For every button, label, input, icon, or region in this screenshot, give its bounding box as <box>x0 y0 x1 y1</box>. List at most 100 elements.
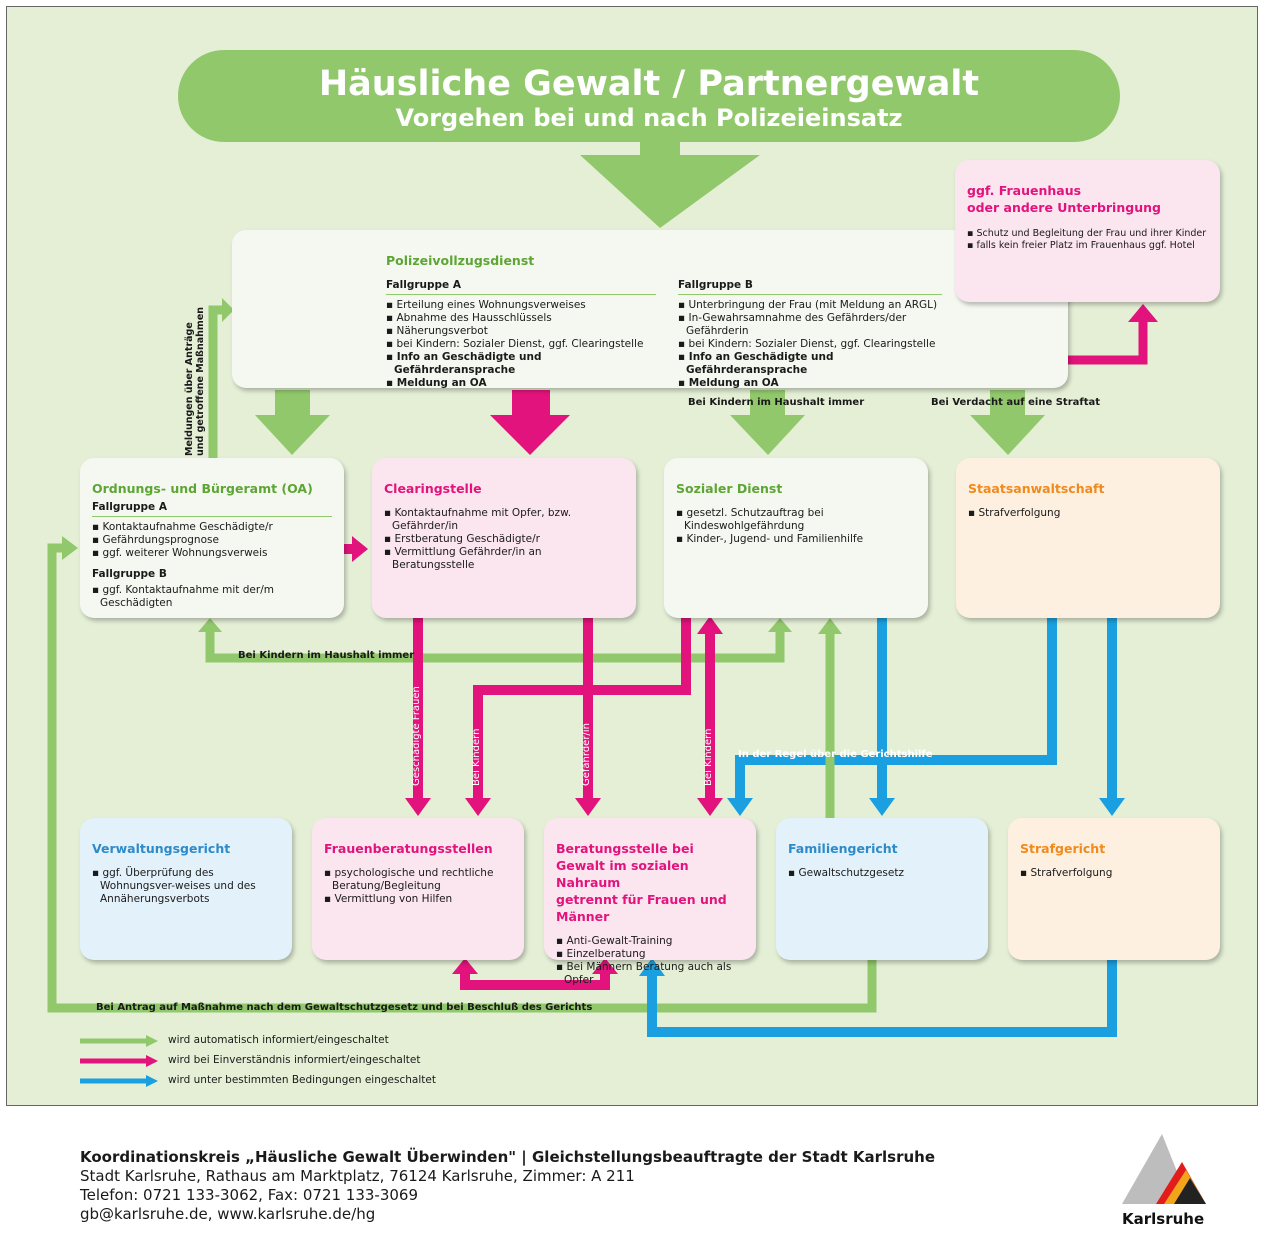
arrow-staatsanwalt-strafgericht-head <box>1099 798 1125 816</box>
list-item: psychologische und rechtliche Beratung/B… <box>324 867 512 893</box>
label-kinder-haushalt-bottom: Bei Kindern im Haushalt immer <box>238 650 415 661</box>
list-item: Erteilung eines Wohnungsverweises <box>386 299 656 312</box>
list-item: bei Kindern: Sozialer Dienst, ggf. Clear… <box>678 338 942 351</box>
legend-item-blue: wird unter bestimmten Bedingungen einges… <box>168 1074 436 1086</box>
list-item: Info an Geschädigte und Gefährderansprac… <box>678 351 942 377</box>
footer-line1: Koordinationskreis „Häusliche Gewalt Übe… <box>80 1148 936 1166</box>
arrow-strafgericht-beratung <box>647 958 1117 1037</box>
polizei-group-a-label: Fallgruppe A <box>386 279 656 295</box>
arrow-meldungen-head <box>222 298 234 322</box>
list-item: Einzelberatung <box>556 948 744 961</box>
page-title: Häusliche Gewalt / Partnergewalt <box>318 64 980 104</box>
list-item: ggf. Überprüfung des Wohnungsver-weises … <box>92 867 280 906</box>
footer-line2: Stadt Karlsruhe, Rathaus am Marktplatz, … <box>80 1167 635 1185</box>
list-item: Vermittlung von Hilfen <box>324 893 512 906</box>
list-item: Kontaktaufnahme Geschädigte/r <box>92 521 332 534</box>
list-item: gesetzl. Schutzauftrag bei Kindeswohlgef… <box>676 507 916 533</box>
arrow-gerichtshilfe <box>735 618 1057 800</box>
beratungsstelle-title-line3: getrennt für Frauen und Männer <box>556 892 727 924</box>
list-item: Abnahme des Hausschlüssels <box>386 312 656 325</box>
list-item: falls kein freier Platz im Frauenhaus gg… <box>967 240 1208 252</box>
box-verwaltungsgericht: Verwaltungsgericht ggf. Überprüfung des … <box>80 818 292 960</box>
legend-arrow-magenta-head <box>146 1055 158 1067</box>
list-item: Gefährdungsprognose <box>92 534 332 547</box>
frauenhaus-title-line1: ggf. Frauenhaus <box>967 183 1082 198</box>
label-geschaedigte-frauen: Geschädigte Frauen <box>411 686 422 786</box>
list-item: ggf. Kontaktaufnahme mit der/m Geschädig… <box>92 584 332 610</box>
arrow-meldungen <box>208 305 222 458</box>
list-item: Gewaltschutzgesetz <box>788 867 976 880</box>
list-item: Unterbringung der Frau (mit Meldung an A… <box>678 299 942 312</box>
list-item: Kinder-, Jugend- und Familienhilfe <box>676 533 916 546</box>
arrow-kinder-haushalt <box>205 630 785 663</box>
list-item: Strafverfolgung <box>968 507 1208 520</box>
list-item: ggf. weiterer Wohnungsverweis <box>92 547 332 560</box>
legend-item-magenta: wird bei Einverständnis informiert/einge… <box>168 1054 421 1066</box>
karlsruhe-logo: Karlsruhe <box>1120 1132 1212 1232</box>
clearing-title: Clearingstelle <box>384 481 482 496</box>
beratungsstelle-title-line1: Beratungsstelle bei <box>556 841 694 856</box>
box-frauenhaus: ggf. Frauenhaus oder andere Unterbringun… <box>955 160 1220 302</box>
polizei-group-a: Fallgruppe A Erteilung eines Wohnungsver… <box>386 275 656 390</box>
arrow-antrag-massnahme <box>47 543 877 1013</box>
familiengericht-title: Familiengericht <box>788 840 976 857</box>
arrow-familiengericht-sozial-head <box>818 618 842 634</box>
arrow-bei-kindern-2-head-down <box>697 798 723 816</box>
list-item: Näherungsverbot <box>386 325 656 338</box>
arrow-polizei-staatsanwalt <box>970 390 1045 455</box>
label-verdacht-straftat: Bei Verdacht auf eine Straftat <box>931 397 1101 408</box>
beratungsstelle-title-line2: Gewalt im sozialen Nahraum <box>556 858 689 890</box>
arrow-polizei-clearing <box>490 390 570 455</box>
arrow-gefaehrder-head <box>575 798 601 816</box>
label-meldungen-line1: Meldungen über Anträge <box>184 322 195 456</box>
arrow-kinder-haushalt-head-right <box>768 618 792 632</box>
box-strafgericht: Strafgericht Strafverfolgung <box>1008 818 1220 960</box>
box-polizeivollzugsdienst: Polizeivollzugsdienst Fallgruppe A Ertei… <box>232 230 1068 390</box>
list-item: Schutz und Begleitung der Frau und ihrer… <box>967 228 1208 240</box>
arrow-polizei-frauenhaus-head <box>1128 304 1158 322</box>
arrow-oa-clearing-head <box>352 536 368 562</box>
list-item: Info an Geschädigte und Gefährderansprac… <box>386 351 656 377</box>
frauenhaus-title-line2: oder andere Unterbringung <box>967 200 1161 215</box>
title-banner: Häusliche Gewalt / Partnergewalt Vorgehe… <box>178 50 1120 142</box>
list-item: Erstberatung Geschädigte/r <box>384 533 624 546</box>
oa-group-a-label: Fallgruppe A <box>92 501 332 517</box>
verwaltung-title: Verwaltungsgericht <box>92 840 280 857</box>
page-subtitle: Vorgehen bei und nach Polizeieinsatz <box>395 104 903 132</box>
list-item: In-Gewahrsamnahme des Gefährders/der Gef… <box>678 312 942 338</box>
polizei-group-b-label: Fallgruppe B <box>678 279 942 295</box>
arrow-sozial-familiengericht-head <box>869 798 895 816</box>
legend-arrow-blue-head <box>146 1075 158 1087</box>
oa-group-b-label: Fallgruppe B <box>92 568 167 580</box>
box-clearingstelle: Clearingstelle Kontaktaufnahme mit Opfer… <box>372 458 636 618</box>
frauenhaus-title: ggf. Frauenhaus oder andere Unterbringun… <box>967 182 1208 216</box>
strafgericht-title: Strafgericht <box>1020 841 1106 856</box>
label-antrag-massnahme: Bei Antrag auf Maßnahme nach dem Gewalts… <box>96 1002 593 1013</box>
list-item: Anti-Gewalt-Training <box>556 935 744 948</box>
label-bei-kindern-2: Bei Kindern <box>703 728 714 786</box>
label-gerichtshilfe: In der Regel über die Gerichtshilfe <box>738 749 933 760</box>
box-beratungsstelle: Beratungsstelle bei Gewalt im sozialen N… <box>544 818 756 986</box>
karlsruhe-logo-icon <box>1122 1134 1206 1204</box>
label-meldungen: Meldungen über Anträge und getroffene Ma… <box>184 307 206 456</box>
logo-name: Karlsruhe <box>1122 1210 1205 1228</box>
label-bei-kindern-1: Bei Kindern <box>471 728 482 786</box>
arrow-antrag-massnahme-head <box>62 536 78 560</box>
arrow-polizei-frauenhaus <box>1068 320 1148 365</box>
arrow-bei-kindern-1-head <box>465 798 491 816</box>
legend-arrow-green-head <box>146 1035 158 1047</box>
legend-item-green: wird automatisch informiert/eingeschalte… <box>168 1034 389 1046</box>
footer-contact: Koordinationskreis „Häusliche Gewalt Übe… <box>80 1148 935 1224</box>
arrow-polizei-oa <box>255 390 330 455</box>
list-item: Kontaktaufnahme mit Opfer, bzw. Gefährde… <box>384 507 624 533</box>
staatsanwalt-title: Staatsanwaltschaft <box>968 481 1105 496</box>
box-sozialer-dienst: Sozialer Dienst gesetzl. Schutzauftrag b… <box>664 458 928 618</box>
frauenberatung-title: Frauenberatungsstellen <box>324 841 493 856</box>
arrow-polizei-sozial <box>730 390 805 455</box>
arrow-beratung-link-head-left <box>452 958 478 974</box>
box-familiengericht: Familiengericht Gewaltschutzgesetz <box>776 818 988 960</box>
footer-line4: gb@karlsruhe.de, www.karlsruhe.de/hg <box>80 1205 376 1223</box>
arrow-bei-kindern-1 <box>473 618 691 800</box>
